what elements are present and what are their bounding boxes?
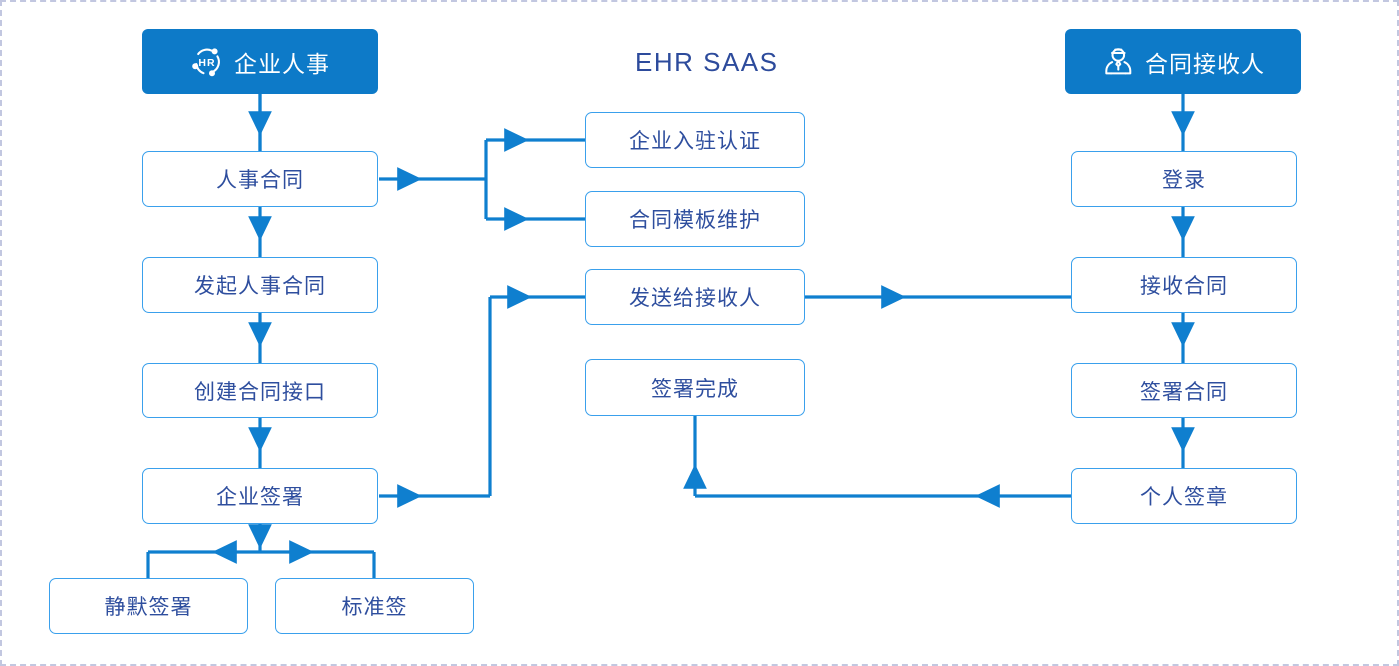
node-enterprise-onboarding-auth[interactable]: 企业入驻认证 [585,112,805,168]
node-label: 发送给接收人 [629,287,761,310]
node-label: 签署合同 [1140,380,1228,404]
lane-header-label: 企业人事 [234,50,330,77]
node-standard-sign[interactable]: 标准签 [275,578,474,634]
node-personal-seal[interactable]: 个人签章 [1071,468,1297,524]
hr-logo-icon: HR [190,45,224,79]
node-hr-contract[interactable]: 人事合同 [142,151,378,207]
node-contract-template-maintenance[interactable]: 合同模板维护 [585,191,805,247]
node-create-contract-interface[interactable]: 创建合同接口 [142,363,378,418]
node-label: 登录 [1162,169,1206,192]
node-label: 个人签章 [1140,486,1228,509]
node-send-to-receiver[interactable]: 发送给接收人 [585,269,805,325]
lane-header-label: 合同接收人 [1145,50,1265,77]
lane-header-enterprise-hr[interactable]: HR 企业人事 [142,29,378,94]
svg-text:HR: HR [198,57,215,69]
node-label: 静默签署 [104,596,193,619]
node-silent-sign[interactable]: 静默签署 [49,578,248,634]
node-label: 接收合同 [1140,275,1228,298]
node-label: 签署完成 [651,377,739,401]
node-initiate-hr-contract[interactable]: 发起人事合同 [142,257,378,313]
center-lane-title: EHR SAAS [635,47,779,77]
node-signing-complete[interactable]: 签署完成 [585,359,805,416]
node-label: 创建合同接口 [194,380,326,404]
node-label: 合同模板维护 [629,209,761,232]
node-label: 企业签署 [216,486,304,509]
node-sign-contract[interactable]: 签署合同 [1071,363,1297,418]
lane-header-contract-receiver[interactable]: 合同接收人 [1065,29,1301,94]
node-receive-contract[interactable]: 接收合同 [1071,257,1297,313]
node-enterprise-sign[interactable]: 企业签署 [142,468,378,524]
node-label: 发起人事合同 [194,275,326,298]
node-login[interactable]: 登录 [1071,151,1297,207]
business-person-icon [1101,45,1135,79]
node-label: 人事合同 [216,169,304,192]
node-label: 标准签 [341,596,408,619]
node-label: 企业入驻认证 [629,130,761,153]
